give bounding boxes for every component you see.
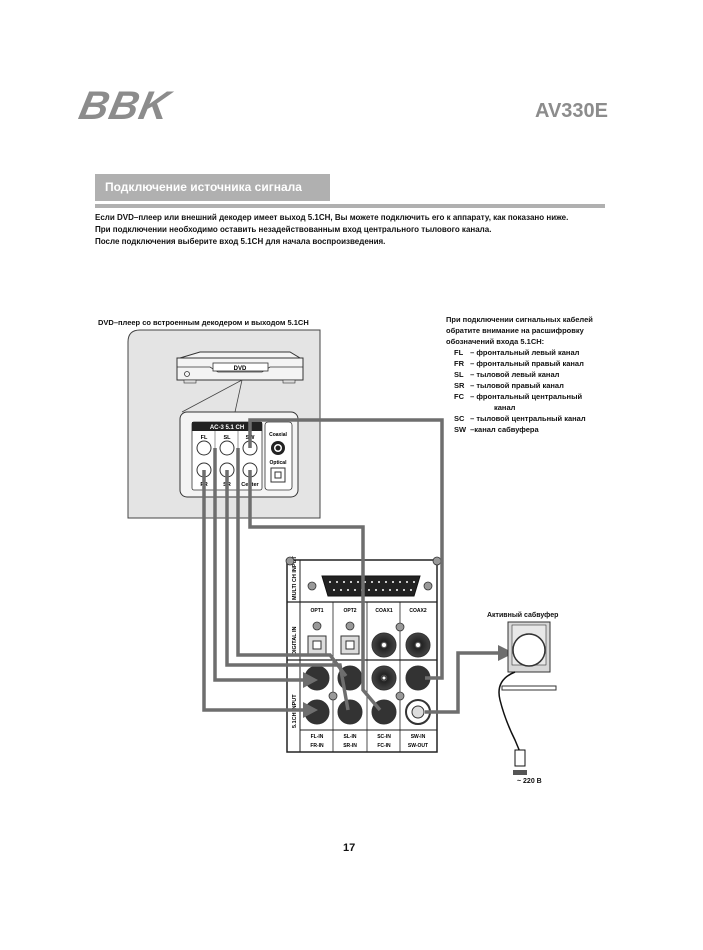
cable-sr [225,470,350,711]
legend-item: FL – фронтальный левый канал [454,348,580,357]
section-label-digital: DIGITAL IN [292,626,298,655]
intro-line: После подключения выберите вход 5.1CH дл… [95,237,386,246]
coaxial-label: Coaxial [269,432,287,438]
col-opt2: OPT2 [343,608,356,614]
intro-text: Если DVD–плеер или внешний декодер имеет… [95,212,568,248]
col-label: SR-IN [343,743,357,749]
cable-fr [202,470,312,712]
signal-cables [202,418,502,714]
model-name: AV330E [534,100,608,122]
optical-label: Optical [270,460,288,466]
subwoofer [498,621,557,775]
page-number: 17 [343,842,356,854]
section-label-multich: MULTI CH INPUT [292,555,298,600]
col-coax2: COAX2 [409,608,426,614]
intro-line: Если DVD–плеер или внешний декодер имеет… [95,213,569,222]
col-label: FL-IN [311,734,324,740]
col-label: SW-OUT [408,743,428,749]
col-label: SW-IN [411,734,426,740]
legend-item: SC – тыловой центральный канал [454,414,586,423]
dvd-caption: DVD–плеер со встроенным декодером и выхо… [98,318,309,327]
cable-sw [248,418,444,680]
legend-item: SW –канал сабвуфера [454,425,539,434]
col-label: FC-IN [377,743,391,749]
legend-item: FC – фронтальный центральный [454,392,583,401]
legend-item: FR – фронтальный правый канал [454,359,584,368]
cable-center [248,470,382,712]
section-title: Подключение источника сигнала 5.1CH [95,174,330,221]
dvd-player: DVD [176,351,304,413]
legend-item: SL – тыловой левый канал [454,370,560,379]
col-opt1: OPT1 [310,608,323,614]
dvd-display-label: DVD [234,366,247,372]
legend-item: SR – тыловой правый канал [454,381,564,390]
legend-intro: При подключении сигнальных кабелей обрат… [446,315,593,346]
voltage-label: ~ 220 В [517,778,542,785]
intro-line: При подключении необходимо оставить неза… [95,225,492,234]
col-coax1: COAX1 [375,608,392,614]
jack-label-fl: FL [201,435,208,441]
cable-sw-out [425,651,502,714]
arrow-icons [303,645,514,718]
col-label: FR-IN [310,743,324,749]
jack-label-sl: SL [223,435,231,441]
col-label: SC-IN [377,734,391,740]
legend-item-cont: канал [494,403,516,412]
screw-icon [285,556,442,701]
channel-legend: При подключении сигнальных кабелей обрат… [446,314,616,435]
subwoofer-caption: Активный сабвуфер [487,612,559,619]
section-divider [95,204,605,208]
cable-sl [236,448,348,678]
cable-fl [213,448,312,682]
panel-header: AC-3 5.1 CH [210,425,244,431]
col-label: SL-IN [343,734,356,740]
